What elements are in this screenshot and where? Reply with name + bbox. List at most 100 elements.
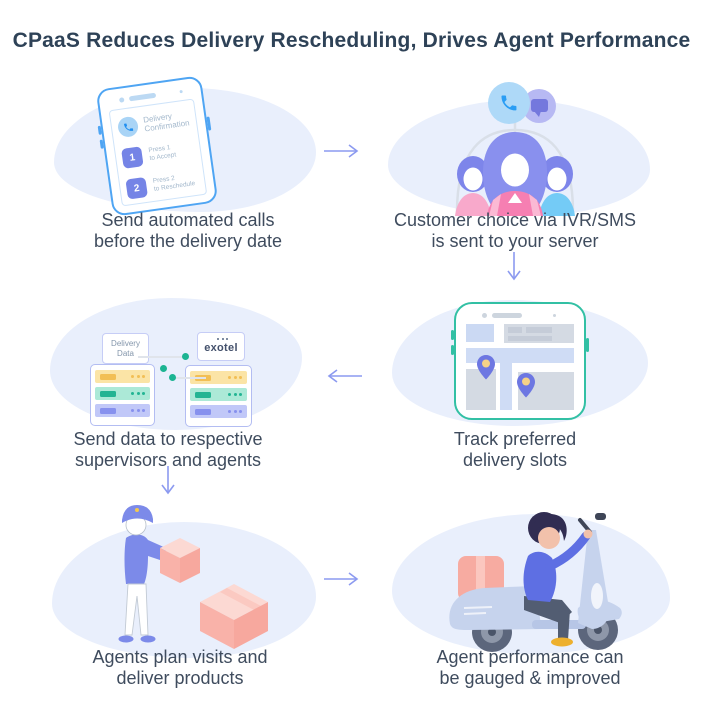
body-detail-line [463,606,493,609]
server-row [190,405,247,418]
server-row [95,387,150,400]
phone-delivery-confirmation: Delivery Confirmation 1 Press 1 to Accep… [95,75,219,217]
caption-line1: Send data to respective [73,429,263,449]
phone-side-button [586,338,589,352]
sensor-dot-icon [553,314,556,317]
caption-line1: Send automated calls [101,210,275,230]
phone-side-button [451,345,454,355]
rear-wheel-hub [488,628,496,636]
rider-shin [558,610,570,640]
ivr-app-title: Delivery Confirmation [143,109,191,134]
exotel-logo: exotel [204,342,238,354]
server-row [95,370,150,383]
keypad-1-button: 1 [121,146,144,169]
caption-line2: supervisors and agents [74,450,262,470]
big-box-flap [220,588,261,610]
mirror [595,513,606,520]
press-1-label: Press 1 to Accept [148,144,177,164]
agent-pants [124,583,149,636]
phone-side-button [99,139,104,149]
arrow-left-icon [323,368,363,384]
agent-shoe [140,635,156,643]
customer-body [487,191,543,216]
server-rack-left [90,364,155,426]
delivery-agent-illustration [118,505,268,649]
front-fender [577,600,622,625]
body-detail-line [463,612,487,615]
map-panel-cell [526,327,552,333]
agent-left-face [463,167,483,191]
map-road-vertical [500,348,512,410]
page-title: CPaaS Reduces Delivery Rescheduling, Dri… [12,29,691,52]
phone-map [451,302,589,420]
phone-side-button [451,330,454,340]
scooter-rider-illustration [449,512,622,652]
delivery-data-line2: Data [117,348,134,358]
agent-shirt [124,534,166,584]
caption-line1: Track preferred [453,429,577,449]
caption-line2: is sent to your server [431,231,599,251]
arrow-right-icon [323,143,363,159]
speaker-bar-icon [492,313,522,318]
caption-line2: delivery slots [462,450,568,470]
held-box-right [180,548,200,583]
call-icon [116,115,140,139]
phone-screen: Delivery Confirmation 1 Press 1 to Accep… [108,98,208,207]
server-row [95,404,150,417]
rider-fringe [531,514,567,541]
phone-side-button [97,125,102,135]
cloud-blob [50,298,302,430]
rider-arm [545,531,591,571]
map-block [466,369,496,410]
step-caption: Send automated calls before the delivery… [40,210,336,252]
delivery-data-line1: Delivery [111,339,140,348]
camera-dot-icon [118,97,125,103]
scooter-rear-body [449,586,542,630]
step-send-data: Delivery Data exotel Send data to respec… [20,286,316,476]
agent-right-body [539,193,575,216]
agent-cap [122,505,153,523]
step-caption: Customer choice via IVR/SMS is sent to y… [370,210,660,252]
arrow-down-icon [506,251,522,285]
server-row [190,388,247,401]
step-caption: Track preferred delivery slots [370,429,660,471]
keypad-2-button: 2 [125,176,148,200]
phone-glyph [501,95,517,111]
big-box-right [234,602,268,649]
sensor-dot-icon [179,89,183,94]
agent-shoe [118,635,134,643]
agent-left-body [455,193,491,216]
press-2-label: Press 2 to Reschedule [152,172,195,194]
connector-dot [169,374,176,381]
chat-bubble-tail [534,111,541,117]
map-pin-icon [477,355,495,380]
caption-line2: deliver products [116,668,244,688]
rider-shoe [551,637,573,647]
step-agents-plan-visits: Agents plan visits and deliver products [30,492,330,696]
customer-shoulder-highlight [489,194,501,216]
cap-badge [135,508,139,512]
big-box-left [200,602,234,649]
step-customer-choice: Customer choice via IVR/SMS is sent to y… [370,76,660,254]
step-track-preferred-slots: Track preferred delivery slots [370,286,660,476]
map-panel [504,324,574,343]
caption-line1: Customer choice via IVR/SMS [393,210,637,230]
shield-highlight [591,583,603,609]
exotel-logo-mark-icon [217,338,228,343]
camera-dot-icon [482,313,487,318]
connector-dot [182,353,189,360]
agent-right-face [547,167,567,191]
step-caption: Agents plan visits and deliver products [30,647,330,689]
server-rack-right [185,365,252,427]
customer-face [501,153,529,187]
rider-hand [583,529,593,539]
step-send-automated-calls: Delivery Confirmation 1 Press 1 to Accep… [40,75,336,254]
caption-line1: Agents plan visits and [92,647,268,667]
arrow-down-icon [160,465,176,499]
map-block [466,324,494,342]
arrow-right-icon [323,571,363,587]
caption-line1: Agent performance can [436,647,624,667]
rider-face [538,527,560,549]
map-panel-cell [508,327,522,333]
